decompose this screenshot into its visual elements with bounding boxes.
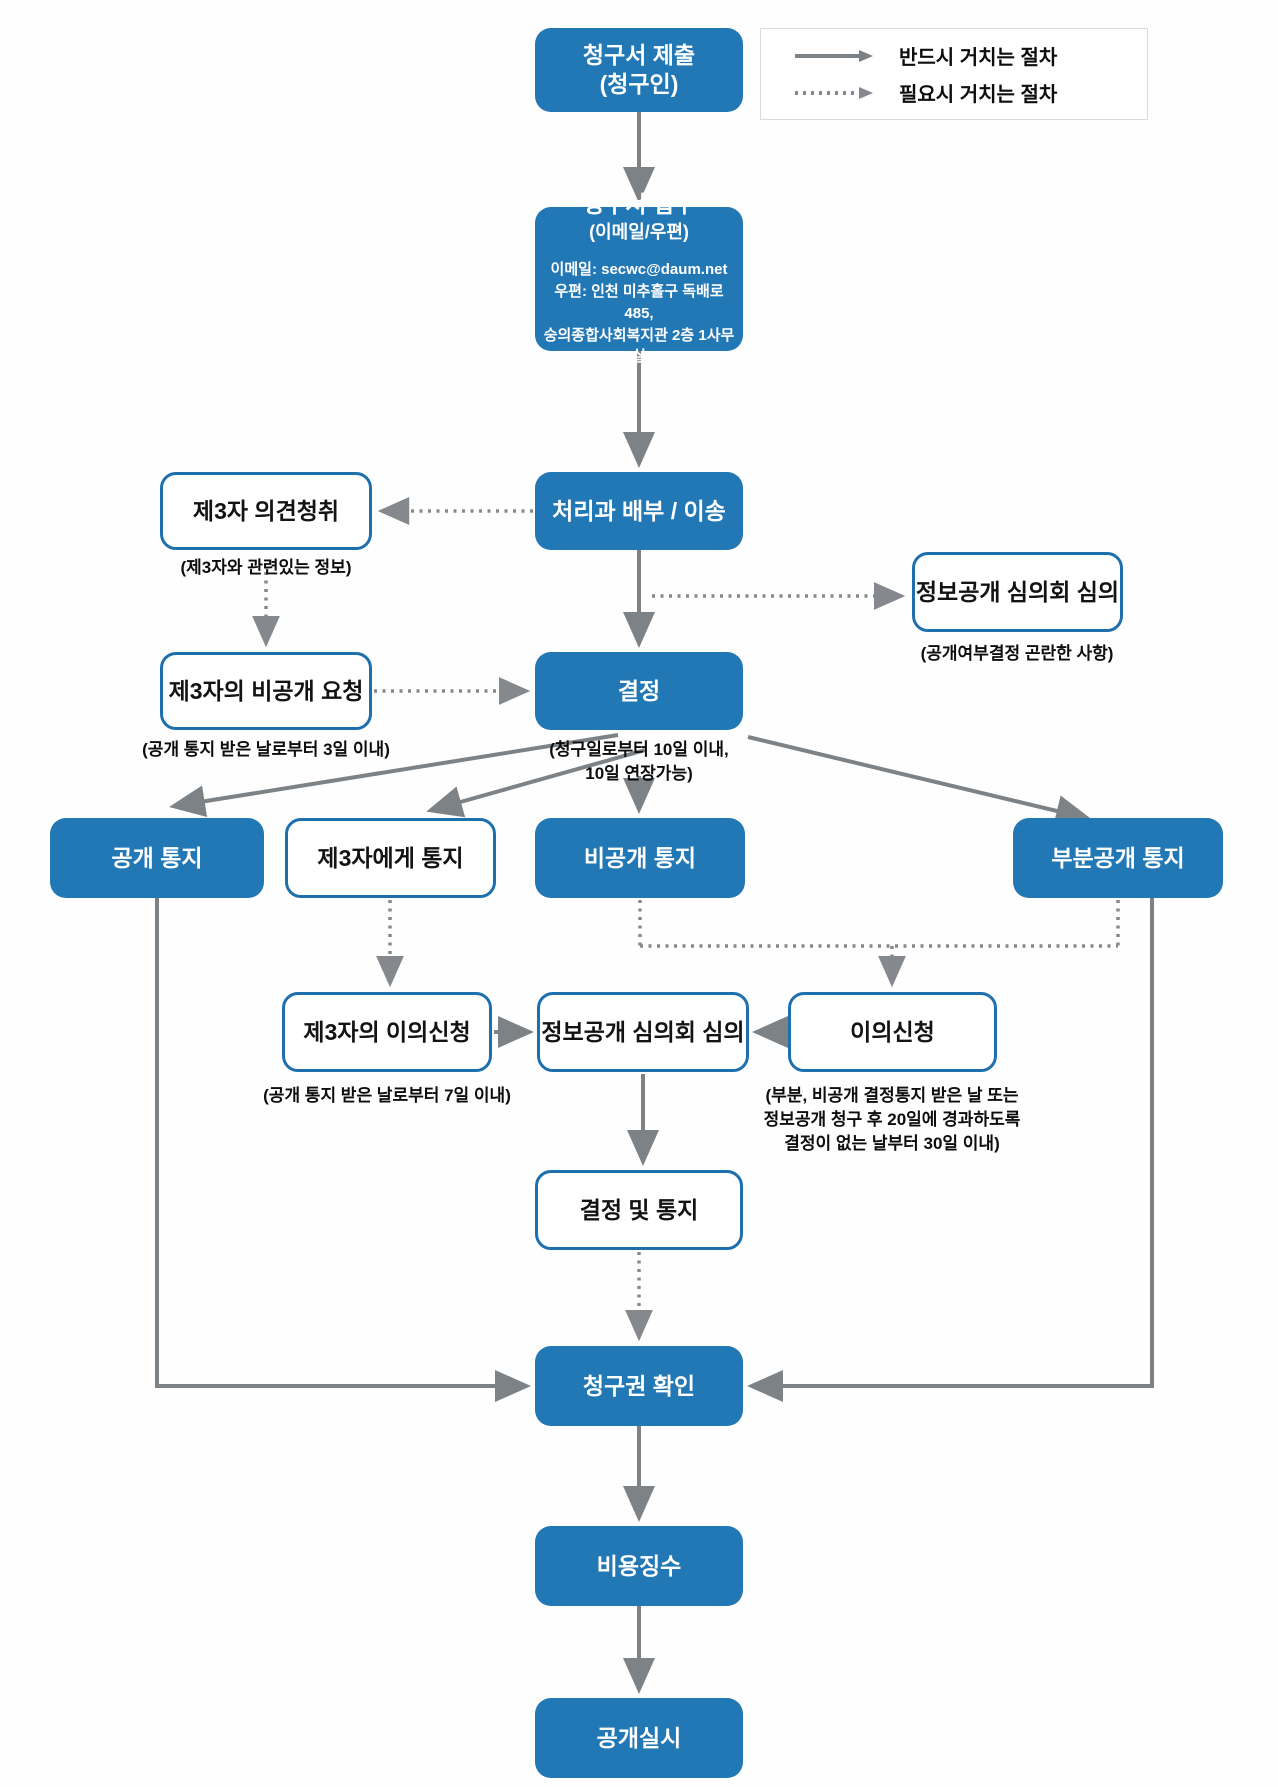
node-partial-disclosure-notice: 부분공개 통지 [1013,818,1223,898]
node-disclosure-notice-label: 공개 통지 [111,844,203,871]
node-assign-label: 처리과 배부 / 이송 [552,497,726,524]
node-objection: 이의신청 [788,992,997,1072]
caption-third-party-nondisclosure-request: (공개 통지 받은 날로부터 3일 이내) [142,740,390,759]
node-receive-title: 청구서 접수 [582,191,696,217]
legend-solid-label: 반드시 거치는 절차 [899,47,1058,69]
node-receive: 청구서 접수 (이메일/우편) 이메일: secwc@daum.net 우편: … [535,191,743,365]
caption-committee-review-upper: (공개여부결정 곤란한 사항) [920,644,1114,663]
node-decision-and-notice-label: 결정 및 통지 [579,1196,699,1223]
node-disclosure-notice: 공개 통지 [50,818,264,898]
node-third-party-notice: 제3자에게 통지 [285,818,496,898]
node-third-party-objection: 제3자의 이의신청 [282,992,492,1072]
node-third-party-nondisclosure-request: 제3자의 비공개 요청 [160,652,372,730]
node-submit: 청구서 제출 (청구인) [535,28,743,112]
node-decision-label: 결정 [617,677,661,704]
node-assign: 처리과 배부 / 이송 [535,472,743,550]
node-objection-label: 이의신청 [850,1018,935,1045]
node-third-party-nondisclosure-request-label: 제3자의 비공개 요청 [168,677,364,704]
arrow-partial-notice-to-right-verification [747,898,1154,1402]
node-receive-subtitle: (이메일/우편) [589,221,689,242]
node-nondisclosure-notice: 비공개 통지 [535,818,745,898]
caption-objection: (부분, 비공개 결정통지 받은 날 또는 정보공개 청구 후 20일에 경과하… [763,1086,1021,1153]
legend-row-dotted: 필요시 거치는 절차 [761,78,1147,107]
legend-row-solid: 반드시 거치는 절차 [761,41,1147,70]
node-third-party-objection-label: 제3자의 이의신청 [303,1018,471,1045]
node-decision-and-notice: 결정 및 통지 [535,1170,743,1250]
node-receive-contact: 이메일: secwc@daum.net 우편: 인천 미추홀구 독배로 485,… [543,261,735,366]
node-committee-review-upper-label: 정보공개 심의회 심의 [915,578,1120,605]
arrow-decision-to-disclosure-notice [169,733,619,818]
dotted-arrow-icon [795,86,873,99]
arrow-disclosure-notice-to-right-verification [155,898,531,1402]
node-committee-review-lower-label: 정보공개 심의회 심의 [541,1018,745,1045]
solid-arrow-icon [795,49,873,62]
node-third-party-notice-label: 제3자에게 통지 [317,844,464,871]
node-partial-disclosure-notice-label: 부분공개 통지 [1051,844,1185,871]
node-third-party-hearing-label: 제3자 의견청취 [192,497,340,524]
arrow-decision-to-third-party-notice [426,748,646,818]
node-decision: 결정 [535,652,743,730]
node-nondisclosure-notice-label: 비공개 통지 [583,844,697,871]
node-disclosure-execution-label: 공개실시 [596,1724,682,1751]
node-right-verification-label: 청구권 확인 [582,1372,696,1399]
caption-third-party-objection: (공개 통지 받은 날로부터 7일 이내) [263,1086,511,1105]
legend-dotted-label: 필요시 거치는 절차 [899,84,1058,106]
node-third-party-hearing: 제3자 의견청취 [160,472,372,550]
caption-third-party-hearing: (제3자와 관련있는 정보) [180,558,352,577]
node-disclosure-execution: 공개실시 [535,1698,743,1778]
arrow-decision-to-partial-notice [747,735,1092,827]
node-right-verification: 청구권 확인 [535,1346,743,1426]
node-committee-review-lower: 정보공개 심의회 심의 [537,992,749,1072]
node-committee-review-upper: 정보공개 심의회 심의 [912,552,1123,632]
node-fee-collection: 비용징수 [535,1526,743,1606]
node-fee-collection-label: 비용징수 [596,1552,682,1579]
caption-decision: (청구일로부터 10일 이내, 10일 연장가능) [549,740,729,783]
node-submit-label: 청구서 제출 (청구인) [582,42,696,97]
legend: 반드시 거치는 절차 필요시 거치는 절차 [760,28,1148,120]
